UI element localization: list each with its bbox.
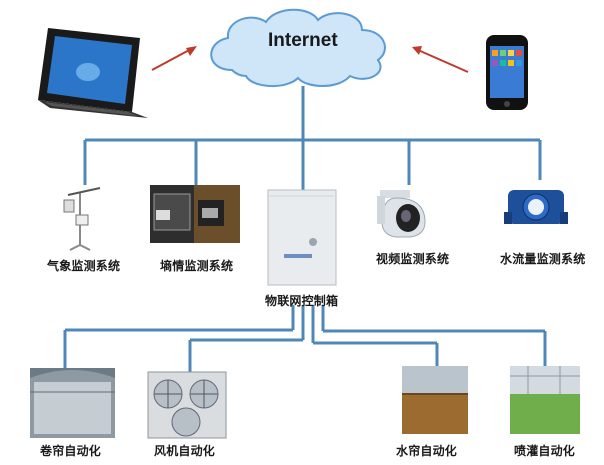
irrigation-automation-label: 喷灌自动化 (514, 444, 576, 458)
video-camera-icon (377, 190, 426, 238)
internet-label: Internet (268, 30, 338, 51)
connection-lines (63, 86, 547, 372)
weather-station-icon (63, 187, 101, 251)
fan-automation-label: 风机自动化 (154, 444, 216, 458)
soil-monitoring-label: 墒情监测系统 (160, 259, 234, 273)
weather-monitoring-label: 气象监测系统 (47, 259, 121, 273)
water-curtain-automation-label: 水帘自动化 (396, 444, 458, 458)
water-curtain-icon (402, 366, 468, 434)
curtain-automation-label: 卷帘自动化 (40, 444, 102, 458)
video-monitoring-label: 视频监测系统 (376, 252, 450, 266)
fan-icon (147, 371, 227, 439)
control-box-icon (267, 189, 337, 286)
soil-monitor-icon (150, 185, 240, 243)
arrow-phone-to-cloud (412, 46, 469, 73)
irrigation-greenhouse-icon (510, 366, 580, 434)
roller-curtain-greenhouse-icon (30, 368, 115, 438)
smartphone-icon (486, 35, 528, 110)
water-flow-meter-icon (504, 190, 568, 224)
arrow-laptop-to-cloud (151, 46, 197, 71)
control-box-label: 物联网控制箱 (265, 294, 339, 308)
internet-cloud (210, 8, 386, 88)
laptop-icon (38, 28, 148, 118)
water-flow-monitoring-label: 水流量监测系统 (500, 252, 586, 266)
